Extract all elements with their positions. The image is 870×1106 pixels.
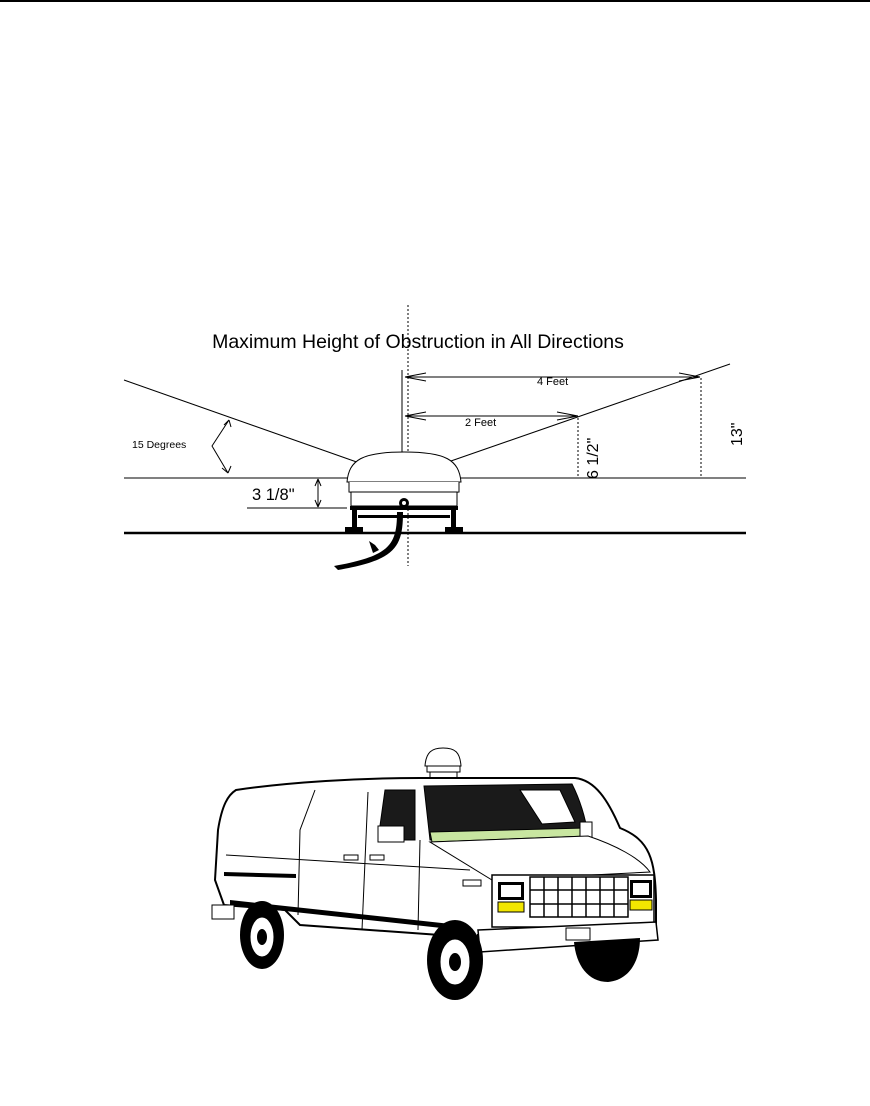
front-door-handle [370,855,384,860]
angle-label: 15 Degrees [132,439,186,451]
grille [530,877,628,917]
door-handle [344,855,358,860]
roof-dome-icon [425,748,461,779]
cable-clip-icon [369,541,379,553]
diagram-title: Maximum Height of Obstruction in All Dir… [212,331,624,353]
satellite-dome-icon [345,452,463,533]
rear-wheel [240,901,284,969]
rear-bumper [212,905,234,919]
clearance-label: 3 1/8" [252,486,295,504]
right-headlight [630,880,652,910]
height-four-feet-label: 13" [729,423,746,446]
right-front-tire [574,938,640,982]
side-marker-light [463,880,481,886]
four-feet-label: 4 Feet [537,376,568,388]
license-plate-mount [566,928,590,940]
van-illustration [0,600,870,1106]
angle-marker-icon [212,420,229,473]
obstruction-diagram: Maximum Height of Obstruction in All Dir… [0,0,870,600]
side-mirror [378,826,404,842]
two-feet-label: 2 Feet [465,417,496,429]
height-two-feet-label: 6 1/2" [585,438,602,479]
cable-icon [334,512,403,570]
left-headlight [498,882,524,912]
front-wheel [427,920,483,1000]
